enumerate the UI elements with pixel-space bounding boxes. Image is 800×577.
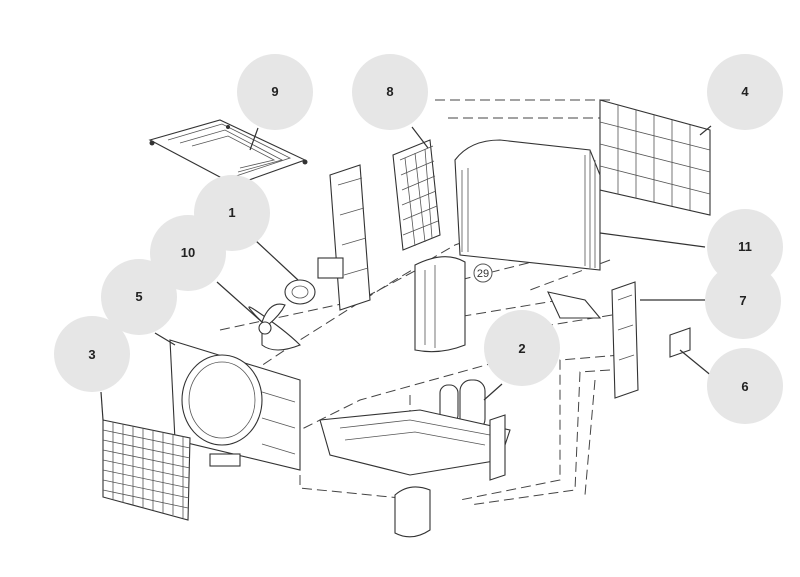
leader-lines xyxy=(100,125,714,421)
callout-6: 6 xyxy=(707,348,783,424)
callout-7: 7 xyxy=(705,263,781,339)
terminal-block-part xyxy=(669,327,691,358)
motor-bracket-part xyxy=(317,164,371,311)
callout-3: 3 xyxy=(54,316,130,392)
callout-10: 10 xyxy=(150,215,226,291)
fan-motor-part xyxy=(284,279,316,305)
compressor-jacket-part xyxy=(394,486,431,538)
divider-panel-part xyxy=(414,256,466,353)
side-grille-part xyxy=(392,139,441,251)
callout-1-label: 1 xyxy=(228,205,235,220)
callout-9: 9 xyxy=(237,54,313,130)
callout-4: 4 xyxy=(707,54,783,130)
callout-7-label: 7 xyxy=(739,293,746,308)
callout-6-label: 6 xyxy=(741,379,748,394)
callout-11-label: 11 xyxy=(738,239,752,254)
front-grille-part xyxy=(102,419,191,521)
callout-5: 5 xyxy=(101,259,177,335)
top-cover-part xyxy=(148,119,308,186)
inline-marker: 29 xyxy=(473,263,493,283)
callout-5-label: 5 xyxy=(135,289,142,304)
compressor-part xyxy=(319,379,511,476)
rear-grille-part xyxy=(599,99,711,216)
inline-marker-label: 29 xyxy=(477,268,489,280)
callout-9-label: 9 xyxy=(271,84,278,99)
callout-10-label: 10 xyxy=(181,245,195,260)
callout-8: 8 xyxy=(352,54,428,130)
callout-2: 2 xyxy=(484,310,560,386)
callout-3-label: 3 xyxy=(88,347,95,362)
front-panel-part xyxy=(169,339,301,471)
base-tray-part xyxy=(209,453,241,467)
condenser-coil-part xyxy=(454,139,601,271)
callout-11: 11 xyxy=(707,209,783,285)
callout-2-label: 2 xyxy=(518,341,525,356)
side-panel-part xyxy=(611,281,639,399)
control-board-part xyxy=(547,291,602,319)
fan-blade-part xyxy=(248,303,301,351)
callout-4-label: 4 xyxy=(741,84,749,99)
callout-8-label: 8 xyxy=(386,84,393,99)
valve-plate-part xyxy=(489,414,506,481)
